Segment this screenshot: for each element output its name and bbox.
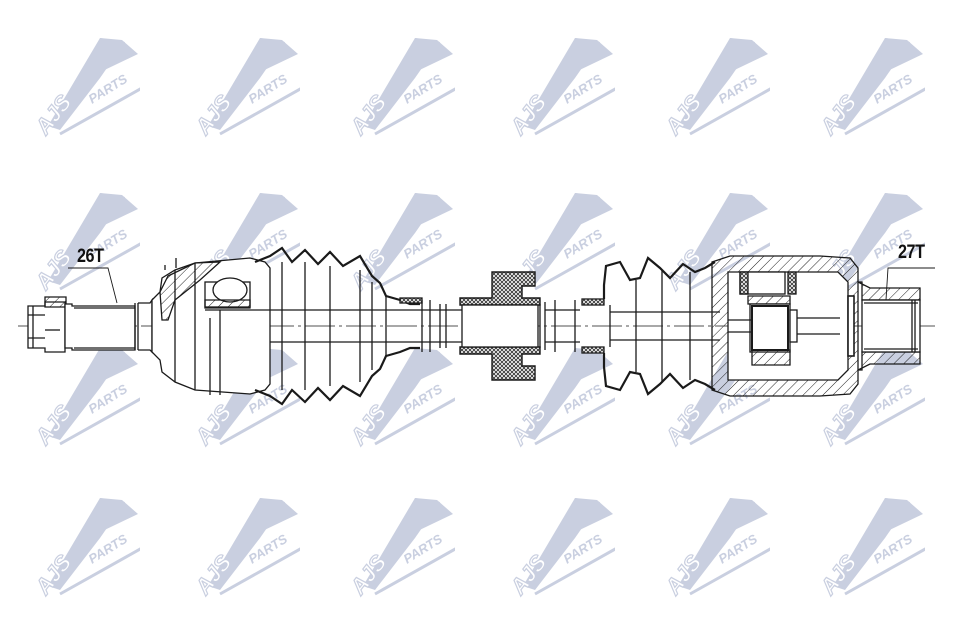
damper-weight	[459, 271, 541, 381]
outer-boot	[254, 246, 431, 406]
inner-tripod-joint	[711, 255, 859, 397]
inner-boot	[581, 256, 720, 396]
outer-cv-joint	[151, 257, 271, 395]
spline-count-left-label: 26T	[77, 246, 104, 267]
leader-lines	[68, 267, 935, 304]
main-shaft	[270, 300, 580, 352]
inner-spline-socket	[857, 281, 921, 371]
outer-spline-shaft	[27, 296, 153, 354]
spline-count-right-label: 27T	[898, 242, 925, 263]
